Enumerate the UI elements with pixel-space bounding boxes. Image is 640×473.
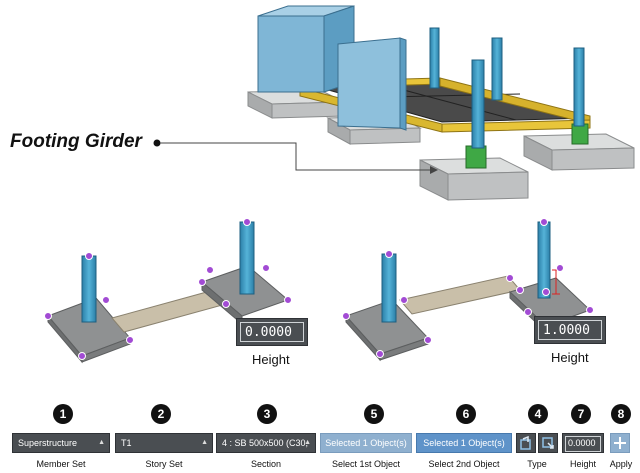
height-readout-left-value: 0.0000 <box>240 322 304 342</box>
step-badge-2: 2 <box>151 404 171 424</box>
step-badge-6: 6 <box>456 404 476 424</box>
height-readout-right-label: Height <box>551 350 589 365</box>
story-set-dropdown[interactable]: T1 ▲ <box>115 433 213 453</box>
select-second-label: Select 2nd Object <box>428 459 500 469</box>
right-detail <box>342 218 594 362</box>
apply-label: Apply <box>609 459 633 469</box>
step-badge-5: 5 <box>364 404 384 424</box>
footing-girder-callout: Footing Girder <box>10 131 142 152</box>
height-readout-left-label: Height <box>252 352 290 367</box>
height-input[interactable]: 0.0000 <box>562 433 604 453</box>
model-scene <box>44 5 635 364</box>
section-value: 4 : SB 500x500 (C30, <box>222 438 309 448</box>
step-badge-8: 8 <box>611 404 631 424</box>
top-model <box>247 5 635 201</box>
section-label: Section <box>250 459 282 469</box>
dropdown-arrow-icon: ▲ <box>98 439 105 446</box>
select-first-label: Select 1st Object <box>331 459 401 469</box>
left-detail <box>44 218 292 364</box>
story-set-value: T1 <box>121 438 132 448</box>
select-second-object-button[interactable]: Selected 1 Object(s) <box>416 433 512 453</box>
step-badge-1: 1 <box>53 404 73 424</box>
dropdown-arrow-icon: ▲ <box>304 439 311 446</box>
type-label: Type <box>527 459 547 469</box>
member-set-label: Member Set <box>36 459 86 469</box>
height-readout-right: 1.0000 <box>534 316 606 344</box>
step-badge-4: 4 <box>528 404 548 424</box>
type-b-icon <box>542 437 554 449</box>
member-set-dropdown[interactable]: Superstructure ▲ <box>12 433 110 453</box>
story-set-label: Story Set <box>145 459 183 469</box>
section-dropdown[interactable]: 4 : SB 500x500 (C30, ▲ <box>216 433 316 453</box>
footing-right <box>523 133 635 171</box>
apply-icon <box>614 437 626 449</box>
member-set-value: Superstructure <box>18 438 78 448</box>
select-first-object-button[interactable]: Selected 1 Object(s) <box>320 433 412 453</box>
step-badge-3: 3 <box>257 404 277 424</box>
apply-button[interactable] <box>610 433 630 453</box>
type-a-icon <box>520 435 531 450</box>
height-label: Height <box>569 459 596 469</box>
callout-leader <box>153 139 438 174</box>
step-badge-7: 7 <box>571 404 591 424</box>
height-input-value: 0.0000 <box>565 436 601 452</box>
height-readout-left: 0.0000 <box>236 318 308 346</box>
type-a-button[interactable] <box>516 433 536 453</box>
dropdown-arrow-icon: ▲ <box>201 439 208 446</box>
height-readout-right-value: 1.0000 <box>538 320 602 340</box>
type-b-button[interactable] <box>538 433 558 453</box>
